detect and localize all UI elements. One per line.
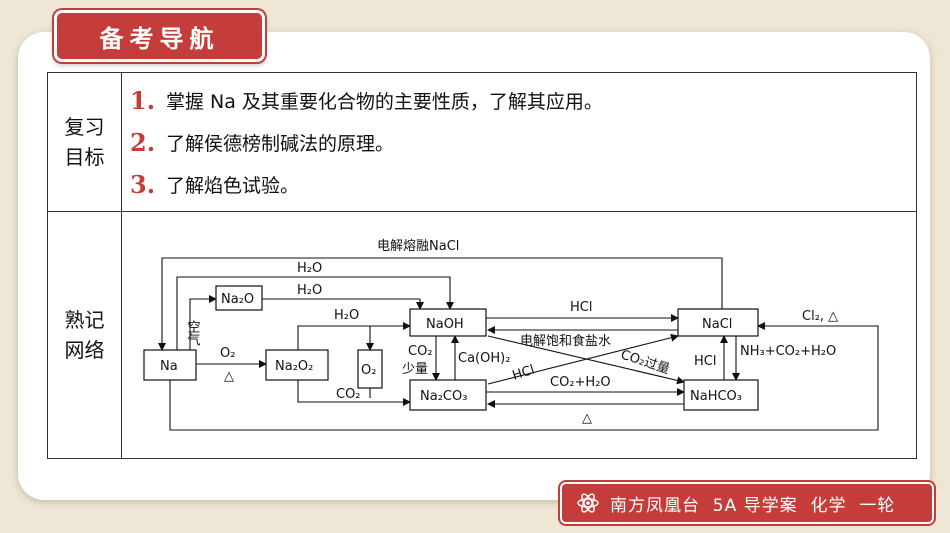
node-label: Na₂O₂ — [275, 359, 313, 374]
row-label-text: 熟记 网络 — [64, 308, 105, 362]
footer-text: 南方凤凰台 5A 导学案 化学 一轮 — [610, 495, 896, 516]
row-label-network: 熟记 网络 — [47, 211, 122, 459]
label-co2-small-2: 少量 — [402, 362, 428, 377]
row-label-text: 复习 目标 — [64, 115, 105, 169]
label-air: 空气 — [185, 320, 201, 346]
network-cell: 电解熔融NaCl H₂O 空气 H₂O O₂ △ H₂O — [121, 211, 917, 459]
edge-cl2-nacl — [169, 322, 879, 431]
node-label: Na₂CO₃ — [420, 389, 467, 404]
label-co2-small-1: CO₂ — [408, 344, 433, 359]
edge-na-na2o — [189, 295, 217, 350]
goal-item-2: 2. 了解侯德榜制碱法的原理。 — [122, 121, 916, 163]
label-hcl-right: HCl — [694, 354, 716, 369]
label-co2-h2o: CO₂+H₂O — [550, 375, 611, 390]
label-electrolysis-brine: 电解饱和食盐水 — [520, 333, 611, 349]
goals-cell: 1. 掌握 Na 及其重要化合物的主要性质，了解其应用。 2. 了解侯德榜制碱法… — [121, 72, 917, 212]
goal-text: 了解焰色试验。 — [166, 174, 300, 197]
node-na2co3: Na₂CO₃ — [409, 379, 487, 411]
label-h2o-na2o: H₂O — [297, 283, 322, 298]
label-nh3-co2-h2o: NH₃+CO₂+H₂O — [740, 344, 836, 359]
label-co2-na2o2: CO₂ — [336, 387, 361, 402]
label-caoh2: Ca(OH)₂ — [458, 351, 510, 366]
label-hcl-top: HCl — [570, 300, 592, 315]
page-title: 备考导航 — [54, 10, 265, 62]
node-naoh: NaOH — [409, 308, 487, 337]
goal-number: 1. — [130, 85, 156, 115]
node-label: NaHCO₃ — [690, 389, 742, 404]
edge-na-naoh — [176, 276, 454, 350]
edge-na2o2-na2co3 — [297, 380, 411, 406]
edge-na2o-naoh — [262, 298, 424, 310]
node-na2o: Na₂O — [215, 285, 263, 311]
goal-item-3: 3. 了解焰色试验。 — [122, 163, 916, 205]
label-heat-na: △ — [224, 369, 234, 384]
edge-electrolysis-molten — [158, 257, 723, 351]
edge-na2o2-naoh — [297, 322, 411, 350]
node-na: Na — [143, 349, 197, 381]
node-label: NaCl — [702, 317, 732, 332]
node-label: Na₂O — [221, 292, 254, 307]
label-h2o-top: H₂O — [297, 261, 322, 276]
atom-icon — [577, 493, 599, 513]
goal-item-1: 1. 掌握 Na 及其重要化合物的主要性质，了解其应用。 — [122, 79, 916, 121]
goal-text: 了解侯德榜制碱法的原理。 — [166, 132, 395, 155]
label-h2o-na2o2: H₂O — [334, 308, 359, 323]
label-heat-bottom: △ — [582, 411, 592, 426]
label-o2-top: O₂ — [220, 346, 235, 361]
label-electrolysis-molten: 电解熔融NaCl — [377, 239, 459, 254]
node-label: Na — [160, 359, 178, 374]
goal-number: 2. — [130, 127, 156, 157]
footer-banner: 南方凤凰台 5A 导学案 化学 一轮 — [560, 482, 934, 524]
row-label-review-goals: 复习 目标 — [47, 72, 122, 212]
node-nacl: NaCl — [677, 308, 759, 337]
edge-na2co3-nacl — [487, 333, 679, 385]
summary-table: 复习 目标 1. 掌握 Na 及其重要化合物的主要性质，了解其应用。 2. 了解… — [47, 72, 917, 459]
goal-number: 3. — [130, 169, 156, 199]
node-na2o2: Na₂O₂ — [265, 349, 329, 381]
label-cl2-heat: Cl₂, △ — [802, 309, 838, 324]
goal-text: 掌握 Na 及其重要化合物的主要性质，了解其应用。 — [166, 90, 603, 113]
sodium-reaction-diagram: 电解熔融NaCl H₂O 空气 H₂O O₂ △ H₂O — [143, 239, 879, 431]
label-hcl-diag: HCl — [511, 363, 537, 384]
node-label: NaOH — [426, 317, 464, 332]
node-label: O₂ — [361, 363, 376, 378]
node-nahco3: NaHCO₃ — [683, 379, 759, 411]
node-o2: O₂ — [357, 349, 383, 389]
